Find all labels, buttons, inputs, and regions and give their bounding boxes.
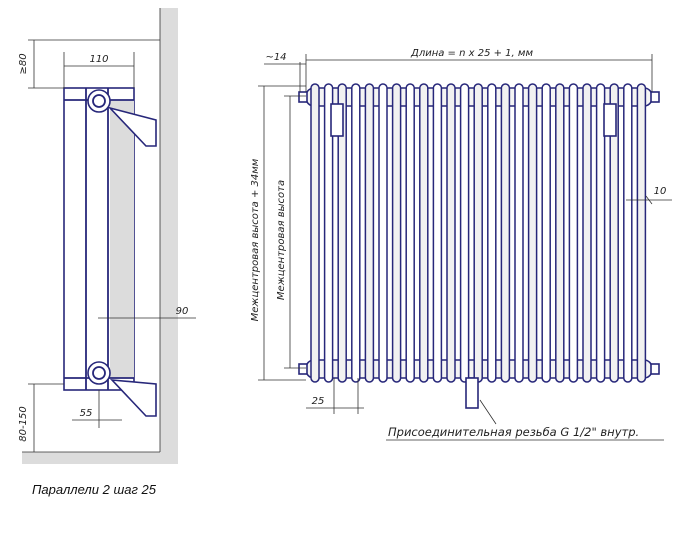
top-right-plug <box>650 91 660 103</box>
connection-note: Присоединительная резьба G 1/2" внутр. <box>388 425 639 439</box>
radiator-tube <box>514 83 524 383</box>
radiator-tube <box>378 83 388 383</box>
dim-length: Длина = n x 25 + 1, мм <box>410 48 533 59</box>
top-collector <box>87 89 111 113</box>
bottom-right-plug <box>650 363 660 375</box>
radiator-tube <box>500 83 511 383</box>
dim-center-height: Межцентровая высота <box>276 180 287 300</box>
dim-bottom-clearance: 80-150 <box>18 406 29 441</box>
radiator-tube <box>636 83 647 383</box>
dim-top-clearance: ≥80 <box>18 53 29 74</box>
radiator-tube <box>473 83 483 383</box>
radiator-tube <box>337 83 347 383</box>
wall <box>160 8 178 464</box>
bottom-bracket <box>109 379 157 417</box>
caption: Параллели 2 шаг 25 <box>32 482 157 497</box>
radiator-tube <box>391 83 402 383</box>
bottom-collector <box>87 361 111 385</box>
radiator-tube <box>446 83 456 383</box>
radiator-tube <box>623 83 633 383</box>
bottom-left-plug <box>298 363 308 375</box>
radiator-tubes <box>310 83 647 383</box>
radiator-tube <box>595 83 606 383</box>
front-bracket-left <box>330 103 344 137</box>
side-view: 110 ≥80 90 55 80-150 <box>18 8 196 464</box>
radiator-tube <box>555 83 565 383</box>
radiator-tube <box>364 83 375 383</box>
radiator-tube <box>568 83 579 383</box>
radiator-tube <box>419 83 429 383</box>
radiator-tube <box>487 83 497 383</box>
radiator-tube <box>582 83 592 383</box>
top-bracket <box>107 106 157 147</box>
dim-outer-height: Межцентровая высота + 34мм <box>250 158 261 321</box>
radiator-tube <box>527 83 538 383</box>
radiator-tube <box>459 83 470 383</box>
radiator-tube <box>310 83 320 383</box>
dim-left-offset: ~14 <box>265 52 286 63</box>
dim-pipe-offset: 55 <box>80 408 93 419</box>
radiator-tube <box>609 83 619 383</box>
dim-right-offset: 10 <box>654 186 667 197</box>
top-left-plug <box>298 91 308 103</box>
radiator-tube <box>405 83 415 383</box>
radiator-tube <box>351 83 361 383</box>
radiator-tube <box>541 83 551 383</box>
floor <box>22 452 178 464</box>
dim-bracket-depth: 90 <box>176 306 189 317</box>
front-view: Длина = n x 25 + 1, мм ~14 10 Межцентров… <box>250 48 672 441</box>
front-bracket-bottom <box>465 377 479 409</box>
radiator-tube <box>323 83 334 383</box>
dim-pitch: 25 <box>312 396 325 407</box>
radiator-tube <box>432 83 443 383</box>
dim-width: 110 <box>89 54 108 65</box>
front-bracket-right <box>603 103 617 137</box>
tube-shading <box>110 100 134 378</box>
